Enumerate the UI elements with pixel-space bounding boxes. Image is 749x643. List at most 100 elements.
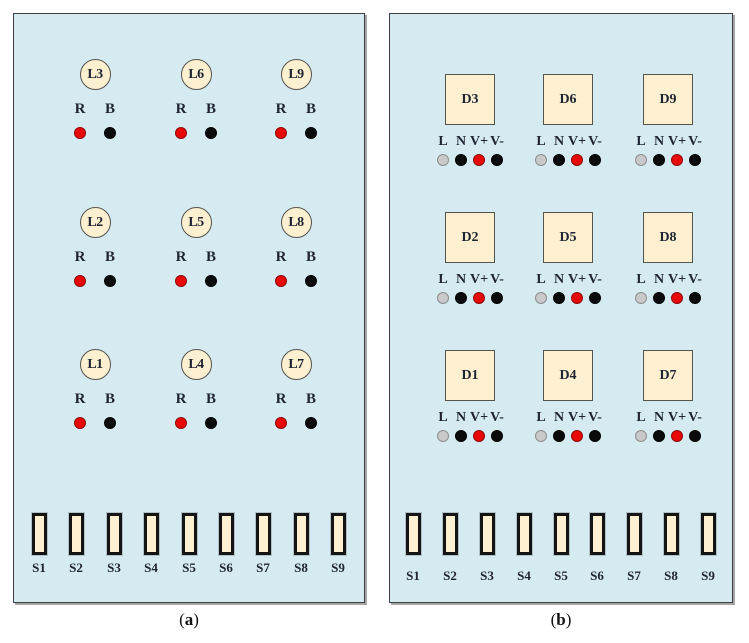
switch <box>626 513 642 555</box>
switch-label: S1 <box>406 568 420 583</box>
terminal-label-vplus: V+ <box>567 410 587 425</box>
lamp-terminals: R B <box>65 391 125 429</box>
terminal-label-b: B <box>205 101 216 117</box>
terminal-label-b: B <box>305 249 316 265</box>
terminal-dot-black <box>491 292 503 304</box>
terminal-label-n: N <box>553 272 565 287</box>
terminal-label-l: L <box>636 272 646 287</box>
terminal-label-vplus: V+ <box>567 272 587 287</box>
terminal-label-l: L <box>438 134 448 149</box>
terminal-label-vminus: V- <box>588 134 602 149</box>
terminal-dot-black <box>305 275 317 287</box>
terminal-dot-red <box>671 154 683 166</box>
terminal-label-vplus: V+ <box>667 410 687 425</box>
terminal-label-r: R <box>74 391 86 407</box>
terminal-label-r: R <box>74 249 86 265</box>
terminal-dot-black <box>491 154 503 166</box>
switch-label: S7 <box>627 568 641 583</box>
device-unit: D7 L N V+ V- <box>608 350 728 442</box>
device-unit: D1 L N V+ V- <box>410 350 530 442</box>
switch-label: S6 <box>219 560 233 575</box>
terminal-label-b: B <box>205 391 216 407</box>
terminal-dot-black <box>689 430 701 442</box>
terminal-dot-black <box>305 127 317 139</box>
terminal-label-r: R <box>275 101 287 117</box>
terminal-dot-black <box>491 430 503 442</box>
lamp-label: L5 <box>188 214 204 230</box>
switch-unit: S9 <box>688 513 728 584</box>
switch <box>405 513 421 555</box>
lamp-label: L4 <box>188 356 204 372</box>
device-terminals: L N V+ V- <box>532 134 604 166</box>
switch-label: S4 <box>517 568 531 583</box>
terminal-label-l: L <box>536 272 546 287</box>
switch-unit: S9 <box>318 513 358 576</box>
lamp-indicator: L8 <box>280 207 312 238</box>
switch-unit: S5 <box>541 513 581 584</box>
lamp-unit: L8 R B <box>236 207 356 287</box>
terminal-dot-gray <box>437 154 449 166</box>
terminal-dot-gray <box>437 292 449 304</box>
terminal-label-vplus: V+ <box>469 134 489 149</box>
switch-label: S5 <box>182 560 196 575</box>
terminal-dot-red <box>175 417 187 429</box>
terminal-dot-gray <box>635 292 647 304</box>
caption-b: (b) <box>389 610 733 630</box>
lamp-terminals: R B <box>266 101 326 139</box>
device-unit: D6 L N V+ V- <box>508 74 628 166</box>
terminal-dot-gray <box>437 430 449 442</box>
device-box: D1 <box>445 350 495 401</box>
device-terminals: L N V+ V- <box>434 272 506 304</box>
terminal-label-vminus: V- <box>490 272 504 287</box>
switch <box>479 513 495 555</box>
device-box: D9 <box>643 74 693 125</box>
lamp-label: L7 <box>288 356 304 372</box>
caption-letter: b <box>556 610 566 629</box>
switch <box>255 513 271 555</box>
lamp-indicator: L6 <box>180 59 212 90</box>
switch <box>293 513 309 555</box>
lamp-indicator: L1 <box>79 349 111 380</box>
terminal-dot-red <box>473 292 485 304</box>
device-unit: D4 L N V+ V- <box>508 350 628 442</box>
terminal-dot-red <box>275 417 287 429</box>
device-terminals: L N V+ V- <box>532 410 604 442</box>
terminal-dot-red <box>74 417 86 429</box>
switch-label: S8 <box>664 568 678 583</box>
terminal-dot-black <box>455 430 467 442</box>
lamp-unit: L5 R B <box>136 207 256 287</box>
terminal-dot-gray <box>635 154 647 166</box>
caption-paren: ( <box>179 610 185 629</box>
terminal-dot-black <box>104 417 116 429</box>
device-panel: D3 L N V+ V- D6 L N V+ V- D9 L N V+ V- D… <box>389 13 733 603</box>
device-unit: D5 L N V+ V- <box>508 212 628 304</box>
terminal-dot-black <box>553 292 565 304</box>
lamp-unit: L9 R B <box>236 59 356 139</box>
terminal-dot-black <box>305 417 317 429</box>
terminal-label-l: L <box>438 410 448 425</box>
switch-unit: S8 <box>281 513 321 576</box>
lamp-indicator: L9 <box>280 59 312 90</box>
terminal-dot-red <box>671 430 683 442</box>
switch-label: S1 <box>32 560 46 575</box>
switch <box>31 513 47 555</box>
lamp-terminals: R B <box>266 391 326 429</box>
switch-unit: S7 <box>614 513 654 584</box>
switch-unit: S6 <box>206 513 246 576</box>
device-label: D4 <box>559 367 577 383</box>
terminal-label-vminus: V- <box>688 410 702 425</box>
lamp-label: L8 <box>288 214 304 230</box>
lamp-unit: L6 R B <box>136 59 256 139</box>
terminal-label-l: L <box>536 410 546 425</box>
device-box: D6 <box>543 74 593 125</box>
switch <box>700 513 716 555</box>
terminal-label-l: L <box>438 272 448 287</box>
switch-unit: S4 <box>131 513 171 576</box>
terminal-dot-red <box>473 430 485 442</box>
device-box: D4 <box>543 350 593 401</box>
terminal-dot-gray <box>635 430 647 442</box>
lamp-terminals: R B <box>266 249 326 287</box>
device-terminals: L N V+ V- <box>632 134 704 166</box>
switch <box>181 513 197 555</box>
device-unit: D2 L N V+ V- <box>410 212 530 304</box>
